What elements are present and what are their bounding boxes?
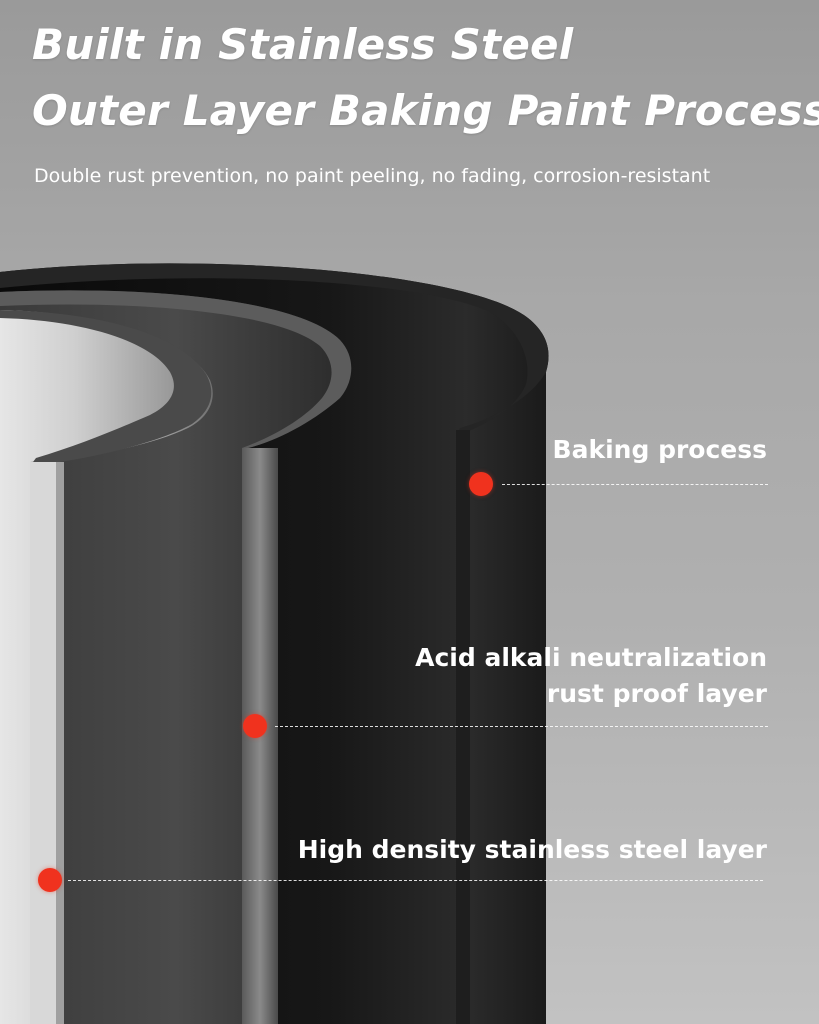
callout-label-baking-process: Baking process bbox=[553, 432, 767, 468]
marker-dot-stainless-steel-layer bbox=[38, 868, 62, 892]
middle-rust-proof-layer bbox=[0, 290, 352, 1024]
callout-line-stainless-steel-layer bbox=[68, 880, 763, 881]
marker-dot-rust-proof-layer bbox=[243, 714, 267, 738]
callout-label-rust-proof-layer: Acid alkali neutralization rust proof la… bbox=[415, 640, 767, 712]
outer-layer-cut-edge bbox=[456, 430, 470, 1024]
callout-text: High density stainless steel layer bbox=[297, 835, 767, 864]
inner-layer-edge-shadow bbox=[56, 462, 64, 1024]
callout-line-baking-process bbox=[502, 484, 768, 485]
subtitle: Double rust prevention, no paint peeling… bbox=[34, 165, 711, 187]
callout-text: Baking process bbox=[552, 435, 767, 464]
inner-layer-rim bbox=[0, 310, 212, 466]
callout-label-stainless-steel-layer: High density stainless steel layer bbox=[298, 832, 767, 868]
outer-coating-rim bbox=[0, 263, 549, 436]
callout-text: Acid alkali neutralization bbox=[415, 643, 767, 672]
callout-line-rust-proof-layer bbox=[275, 726, 768, 727]
headline-line-1: Built in Stainless Steel bbox=[32, 20, 574, 69]
marker-dot-baking-process bbox=[469, 472, 493, 496]
inner-layer-cut-edge bbox=[30, 462, 60, 1024]
headline-line-2: Outer Layer Baking Paint Process bbox=[32, 86, 819, 135]
callout-text: rust proof layer bbox=[546, 679, 767, 708]
